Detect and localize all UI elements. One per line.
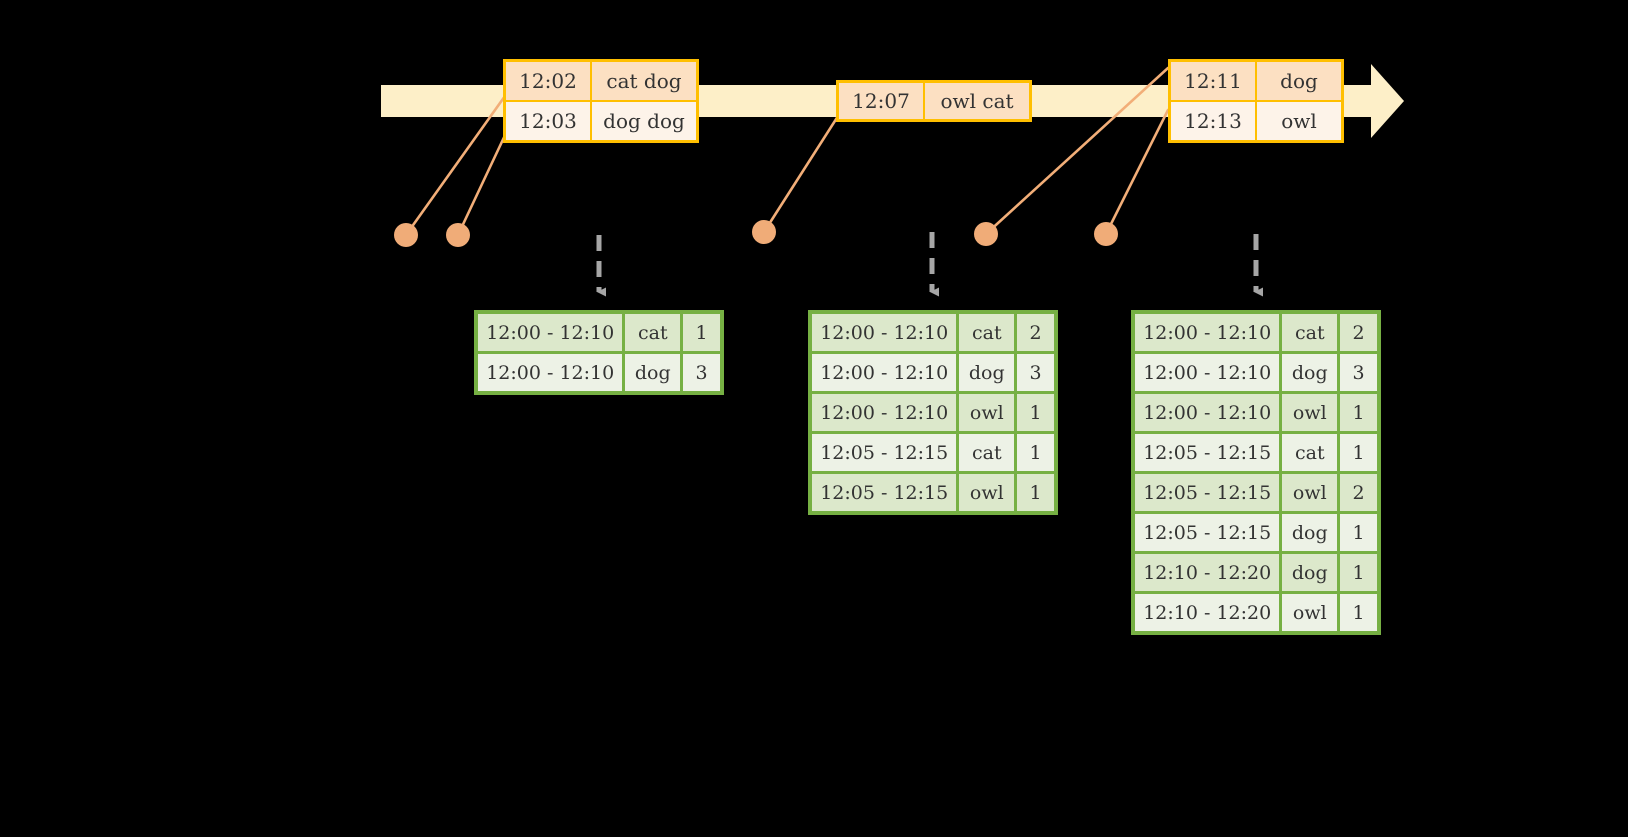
count-cell: 1 — [1017, 394, 1054, 431]
event-time: 12:07 — [839, 83, 925, 119]
count-cell: 1 — [1017, 434, 1054, 471]
word-cell: cat — [959, 434, 1018, 471]
table-row[interactable]: 12:05 - 12:15 owl 2 — [1135, 471, 1377, 511]
window-cell: 12:00 - 12:10 — [812, 394, 960, 431]
window-cell: 12:00 - 12:10 — [1135, 394, 1283, 431]
event-words: dog — [1257, 62, 1341, 100]
event-row[interactable]: 12:07 owl cat — [839, 83, 1029, 119]
table-row[interactable]: 12:00 - 12:10 dog 3 — [812, 351, 1054, 391]
count-cell: 3 — [1017, 354, 1054, 391]
table-row[interactable]: 12:00 - 12:10 dog 3 — [1135, 351, 1377, 391]
word-cell: cat — [959, 314, 1018, 351]
count-cell: 2 — [1340, 474, 1377, 511]
word-cell: dog — [959, 354, 1018, 391]
word-cell: cat — [625, 314, 684, 351]
event-words: dog dog — [592, 102, 696, 140]
word-cell: owl — [1282, 394, 1341, 431]
count-cell: 1 — [1340, 434, 1377, 471]
count-cell: 1 — [1017, 474, 1054, 511]
window-cell: 12:05 - 12:15 — [1135, 434, 1283, 471]
count-cell: 2 — [1017, 314, 1054, 351]
word-cell: dog — [1282, 354, 1341, 391]
event-dots — [394, 220, 1118, 247]
event-time: 12:11 — [1171, 62, 1257, 100]
event-group-2[interactable]: 12:07 owl cat — [836, 80, 1032, 122]
window-cell: 12:05 - 12:15 — [1135, 474, 1283, 511]
window-cell: 12:00 - 12:10 — [1135, 314, 1283, 351]
result-table-3[interactable]: 12:00 - 12:10 cat 2 12:00 - 12:10 dog 3 … — [1131, 310, 1381, 635]
count-cell: 1 — [1340, 594, 1377, 631]
table-row[interactable]: 12:10 - 12:20 owl 1 — [1135, 591, 1377, 631]
count-cell: 1 — [1340, 554, 1377, 591]
event-row[interactable]: 12:02 cat dog — [506, 62, 696, 100]
word-cell: dog — [1282, 514, 1341, 551]
table-row[interactable]: 12:10 - 12:20 dog 1 — [1135, 551, 1377, 591]
event-time: 12:02 — [506, 62, 592, 100]
word-cell: owl — [1282, 594, 1341, 631]
table-row[interactable]: 12:00 - 12:10 cat 2 — [812, 314, 1054, 351]
event-group-3[interactable]: 12:11 dog 12:13 owl — [1168, 59, 1344, 143]
count-cell: 1 — [1340, 514, 1377, 551]
word-cell: owl — [1282, 474, 1341, 511]
event-group-1[interactable]: 12:02 cat dog 12:03 dog dog — [503, 59, 699, 143]
word-cell: dog — [625, 354, 684, 391]
count-cell: 3 — [1340, 354, 1377, 391]
word-cell: dog — [1282, 554, 1341, 591]
window-cell: 12:00 - 12:10 — [1135, 354, 1283, 391]
table-row[interactable]: 12:00 - 12:10 cat 1 — [478, 314, 720, 351]
event-words: owl cat — [925, 83, 1029, 119]
window-cell: 12:05 - 12:15 — [812, 434, 960, 471]
window-cell: 12:10 - 12:20 — [1135, 554, 1283, 591]
event-time: 12:03 — [506, 102, 592, 140]
window-cell: 12:10 - 12:20 — [1135, 594, 1283, 631]
table-row[interactable]: 12:00 - 12:10 dog 3 — [478, 351, 720, 391]
event-words: cat dog — [592, 62, 696, 100]
table-row[interactable]: 12:05 - 12:15 dog 1 — [1135, 511, 1377, 551]
word-cell: cat — [1282, 314, 1341, 351]
count-cell: 2 — [1340, 314, 1377, 351]
window-cell: 12:05 - 12:15 — [1135, 514, 1283, 551]
count-cell: 3 — [683, 354, 720, 391]
count-cell: 1 — [1340, 394, 1377, 431]
event-words: owl — [1257, 102, 1341, 140]
event-time: 12:13 — [1171, 102, 1257, 140]
word-cell: owl — [959, 394, 1018, 431]
window-cell: 12:05 - 12:15 — [812, 474, 960, 511]
table-row[interactable]: 12:05 - 12:15 cat 1 — [812, 431, 1054, 471]
window-cell: 12:00 - 12:10 — [478, 314, 626, 351]
event-row[interactable]: 12:03 dog dog — [506, 100, 696, 140]
dashed-arrows — [596, 232, 1263, 297]
event-row[interactable]: 12:11 dog — [1171, 62, 1341, 100]
result-table-2[interactable]: 12:00 - 12:10 cat 2 12:00 - 12:10 dog 3 … — [808, 310, 1058, 515]
count-cell: 1 — [683, 314, 720, 351]
table-row[interactable]: 12:00 - 12:10 owl 1 — [1135, 391, 1377, 431]
table-row[interactable]: 12:05 - 12:15 cat 1 — [1135, 431, 1377, 471]
window-cell: 12:00 - 12:10 — [478, 354, 626, 391]
word-cell: owl — [959, 474, 1018, 511]
window-cell: 12:00 - 12:10 — [812, 354, 960, 391]
table-row[interactable]: 12:00 - 12:10 owl 1 — [812, 391, 1054, 431]
table-row[interactable]: 12:05 - 12:15 owl 1 — [812, 471, 1054, 511]
word-cell: cat — [1282, 434, 1341, 471]
result-table-1[interactable]: 12:00 - 12:10 cat 1 12:00 - 12:10 dog 3 — [474, 310, 724, 395]
window-cell: 12:00 - 12:10 — [812, 314, 960, 351]
table-row[interactable]: 12:00 - 12:10 cat 2 — [1135, 314, 1377, 351]
event-row[interactable]: 12:13 owl — [1171, 100, 1341, 140]
